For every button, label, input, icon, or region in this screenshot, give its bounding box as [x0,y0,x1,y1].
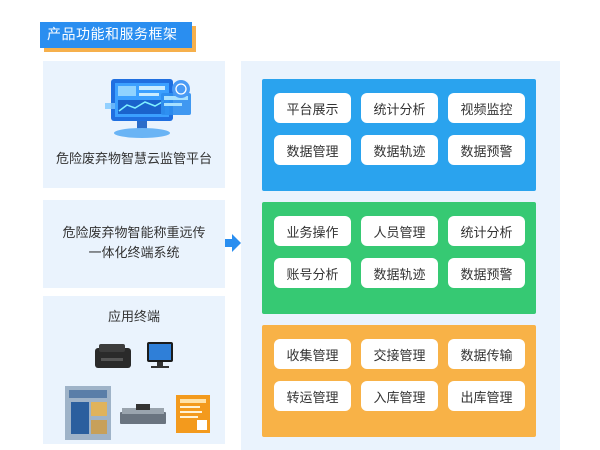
feature-button[interactable]: 数据轨迹 [361,135,438,165]
terminal-caption-line1: 危险废弃物智能称重远传 [62,226,206,241]
platform-card: 危险废弃物智慧云监管平台 [43,61,225,188]
tablet-terminal-icon [147,342,173,368]
feature-button[interactable]: 平台展示 [274,93,351,123]
section-title: 产品功能和服务框架 [40,22,192,48]
terminal-caption-line2: 一体化终端系统 [88,246,180,261]
feature-button[interactable]: 交接管理 [361,339,438,369]
feature-button[interactable]: 业务操作 [274,216,351,246]
feature-button[interactable]: 转运管理 [274,381,351,411]
weighing-kiosk-icon [65,386,111,440]
feature-button[interactable]: 账号分析 [274,258,351,288]
terminals-caption: 应用终端 [107,310,160,325]
feature-button[interactable]: 数据轨迹 [361,258,438,288]
terminals-card: 应用终端 [43,296,225,444]
arrow-right-icon [225,234,241,252]
application-feature-grid: 收集管理 交接管理 数据传输 转运管理 入库管理 出库管理 [274,339,525,411]
feature-button[interactable]: 人员管理 [361,216,438,246]
platform-caption: 危险废弃物智慧云监管平台 [55,152,212,167]
waste-label-sign-icon [176,395,210,433]
feature-button[interactable]: 收集管理 [274,339,351,369]
terminal-feature-group: 业务操作 人员管理 统计分析 账号分析 数据轨迹 数据预警 [262,202,536,314]
feature-button[interactable]: 统计分析 [361,93,438,123]
feature-button[interactable]: 数据预警 [448,258,525,288]
platform-feature-group: 平台展示 统计分析 视频监控 数据管理 数据轨迹 数据预警 [262,79,536,191]
feature-button[interactable]: 数据预警 [448,135,525,165]
terminal-feature-grid: 业务操作 人员管理 统计分析 账号分析 数据轨迹 数据预警 [274,216,525,288]
platform-scale-icon [120,404,166,424]
feature-button[interactable]: 数据管理 [274,135,351,165]
feature-button[interactable]: 入库管理 [361,381,438,411]
label-printer-icon [95,344,131,368]
feature-button[interactable]: 数据传输 [448,339,525,369]
feature-button[interactable]: 视频监控 [448,93,525,123]
feature-button[interactable]: 出库管理 [448,381,525,411]
terminal-system-caption: 危险废弃物智能称重远传 一体化终端系统 [43,224,225,264]
terminal-system-card: 危险废弃物智能称重远传 一体化终端系统 [43,200,225,288]
feature-button[interactable]: 统计分析 [448,216,525,246]
feature-panel: 平台展示 统计分析 视频监控 数据管理 数据轨迹 数据预警 业务操作 人员管理 … [241,61,560,450]
platform-feature-grid: 平台展示 统计分析 视频监控 数据管理 数据轨迹 数据预警 [274,93,525,165]
application-feature-group: 收集管理 交接管理 数据传输 转运管理 入库管理 出库管理 [262,325,536,437]
monitor-dashboard-icon [105,79,191,138]
